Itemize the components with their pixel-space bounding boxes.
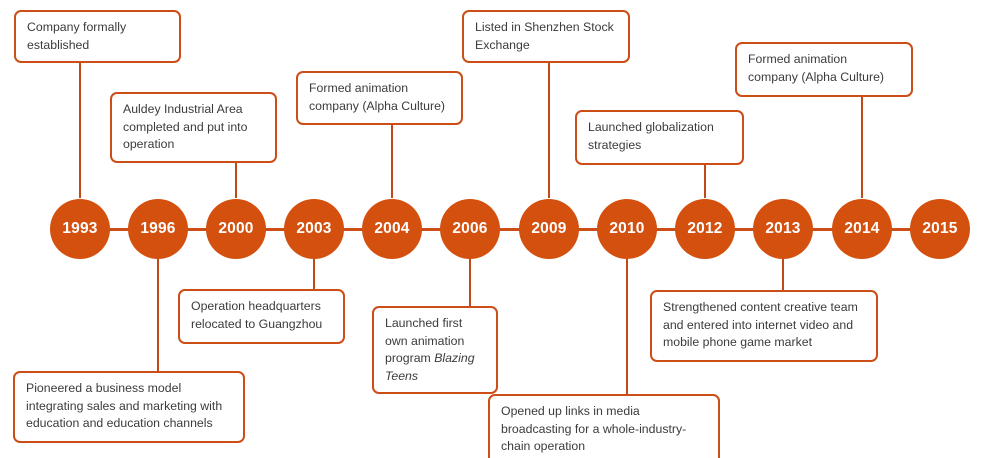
connector-line bbox=[313, 259, 315, 289]
callout-text-prefix: Launched first own animation program bbox=[385, 316, 465, 365]
timeline-node-year-label: 2003 bbox=[296, 220, 332, 237]
callout-text: Pioneered a business model integrating s… bbox=[26, 381, 223, 430]
timeline-node-2015[interactable]: 2015 bbox=[910, 199, 970, 259]
timeline-node-2004[interactable]: 2004 bbox=[362, 199, 422, 259]
timeline-segment bbox=[811, 227, 834, 231]
timeline-segment bbox=[733, 227, 755, 231]
callout-text: Launched globalization strategies bbox=[588, 120, 714, 152]
timeline-segment bbox=[420, 227, 442, 231]
timeline-segment bbox=[577, 227, 599, 231]
callout-text: Opened up links in media broadcasting fo… bbox=[501, 404, 687, 453]
connector-line bbox=[235, 163, 237, 198]
callout-text: Strengthened content creative team and e… bbox=[663, 300, 858, 349]
timeline-node-year-label: 1993 bbox=[62, 220, 98, 237]
timeline-node-2014[interactable]: 2014 bbox=[832, 199, 892, 259]
callout-event-1993[interactable]: Company formally established bbox=[14, 10, 181, 63]
connector-line bbox=[157, 259, 159, 371]
timeline-segment bbox=[108, 227, 130, 231]
timeline-node-year-label: 2000 bbox=[218, 220, 254, 237]
timeline-node-year-label: 2015 bbox=[922, 220, 958, 237]
timeline-segment bbox=[890, 227, 912, 231]
timeline-node-2010[interactable]: 2010 bbox=[597, 199, 657, 259]
timeline-segment bbox=[342, 227, 364, 231]
callout-event-1996-below[interactable]: Pioneered a business model integrating s… bbox=[13, 371, 245, 443]
callout-event-2004-below[interactable]: Launched first own animation program Bla… bbox=[372, 306, 498, 394]
callout-text: Listed in Shenzhen Stock Exchange bbox=[475, 20, 614, 52]
timeline-node-2009[interactable]: 2009 bbox=[519, 199, 579, 259]
callout-text: Formed animation company (Alpha Culture) bbox=[309, 81, 446, 113]
callout-text: Company formally established bbox=[27, 20, 127, 52]
timeline-segment bbox=[498, 227, 521, 231]
timeline-node-1996[interactable]: 1996 bbox=[128, 199, 188, 259]
callout-text: Formed animation company (Alpha Culture) bbox=[748, 52, 885, 84]
callout-text: Operation headquarters relocated to Guan… bbox=[191, 299, 323, 331]
connector-line bbox=[469, 259, 471, 306]
callout-text: Launched first own animation program Bla… bbox=[385, 316, 475, 383]
timeline-node-2006[interactable]: 2006 bbox=[440, 199, 500, 259]
connector-line bbox=[704, 165, 706, 198]
connector-line bbox=[548, 60, 550, 198]
connector-line bbox=[861, 97, 863, 198]
callout-event-2006-above[interactable]: Listed in Shenzhen Stock Exchange bbox=[462, 10, 630, 63]
timeline-node-year-label: 2012 bbox=[687, 220, 723, 237]
timeline-node-year-label: 2014 bbox=[844, 220, 880, 237]
connector-line bbox=[626, 259, 628, 394]
timeline-node-2003[interactable]: 2003 bbox=[284, 199, 344, 259]
connector-line bbox=[782, 259, 784, 290]
timeline-node-1993[interactable]: 1993 bbox=[50, 199, 110, 259]
callout-event-2010-above[interactable]: Launched globalization strategies bbox=[575, 110, 744, 165]
callout-event-2003-above[interactable]: Formed animation company (Alpha Culture) bbox=[296, 71, 463, 125]
callout-event-2000-below[interactable]: Operation headquarters relocated to Guan… bbox=[178, 289, 345, 344]
callout-event-2010-below[interactable]: Opened up links in media broadcasting fo… bbox=[488, 394, 720, 458]
callout-text: Auldey Industrial Area completed and put… bbox=[123, 102, 248, 151]
timeline-node-2013[interactable]: 2013 bbox=[753, 199, 813, 259]
timeline-node-year-label: 2006 bbox=[452, 220, 488, 237]
timeline-node-year-label: 2009 bbox=[531, 220, 567, 237]
callout-event-2013-above[interactable]: Formed animation company (Alpha Culture) bbox=[735, 42, 913, 97]
timeline-node-year-label: 2013 bbox=[765, 220, 801, 237]
callout-text-emphasis: Blazing Teens bbox=[385, 351, 475, 383]
callout-event-2012-below[interactable]: Strengthened content creative team and e… bbox=[650, 290, 878, 362]
timeline-node-2000[interactable]: 2000 bbox=[206, 199, 266, 259]
connector-line bbox=[79, 58, 81, 198]
timeline-node-year-label: 1996 bbox=[140, 220, 176, 237]
timeline-segment bbox=[655, 227, 677, 231]
timeline-node-year-label: 2004 bbox=[374, 220, 410, 237]
timeline-node-2012[interactable]: 2012 bbox=[675, 199, 735, 259]
connector-line bbox=[391, 125, 393, 198]
callout-event-1996-above[interactable]: Auldey Industrial Area completed and put… bbox=[110, 92, 277, 163]
timeline-node-year-label: 2010 bbox=[609, 220, 645, 237]
timeline-segment bbox=[186, 227, 208, 231]
timeline-segment bbox=[264, 227, 286, 231]
